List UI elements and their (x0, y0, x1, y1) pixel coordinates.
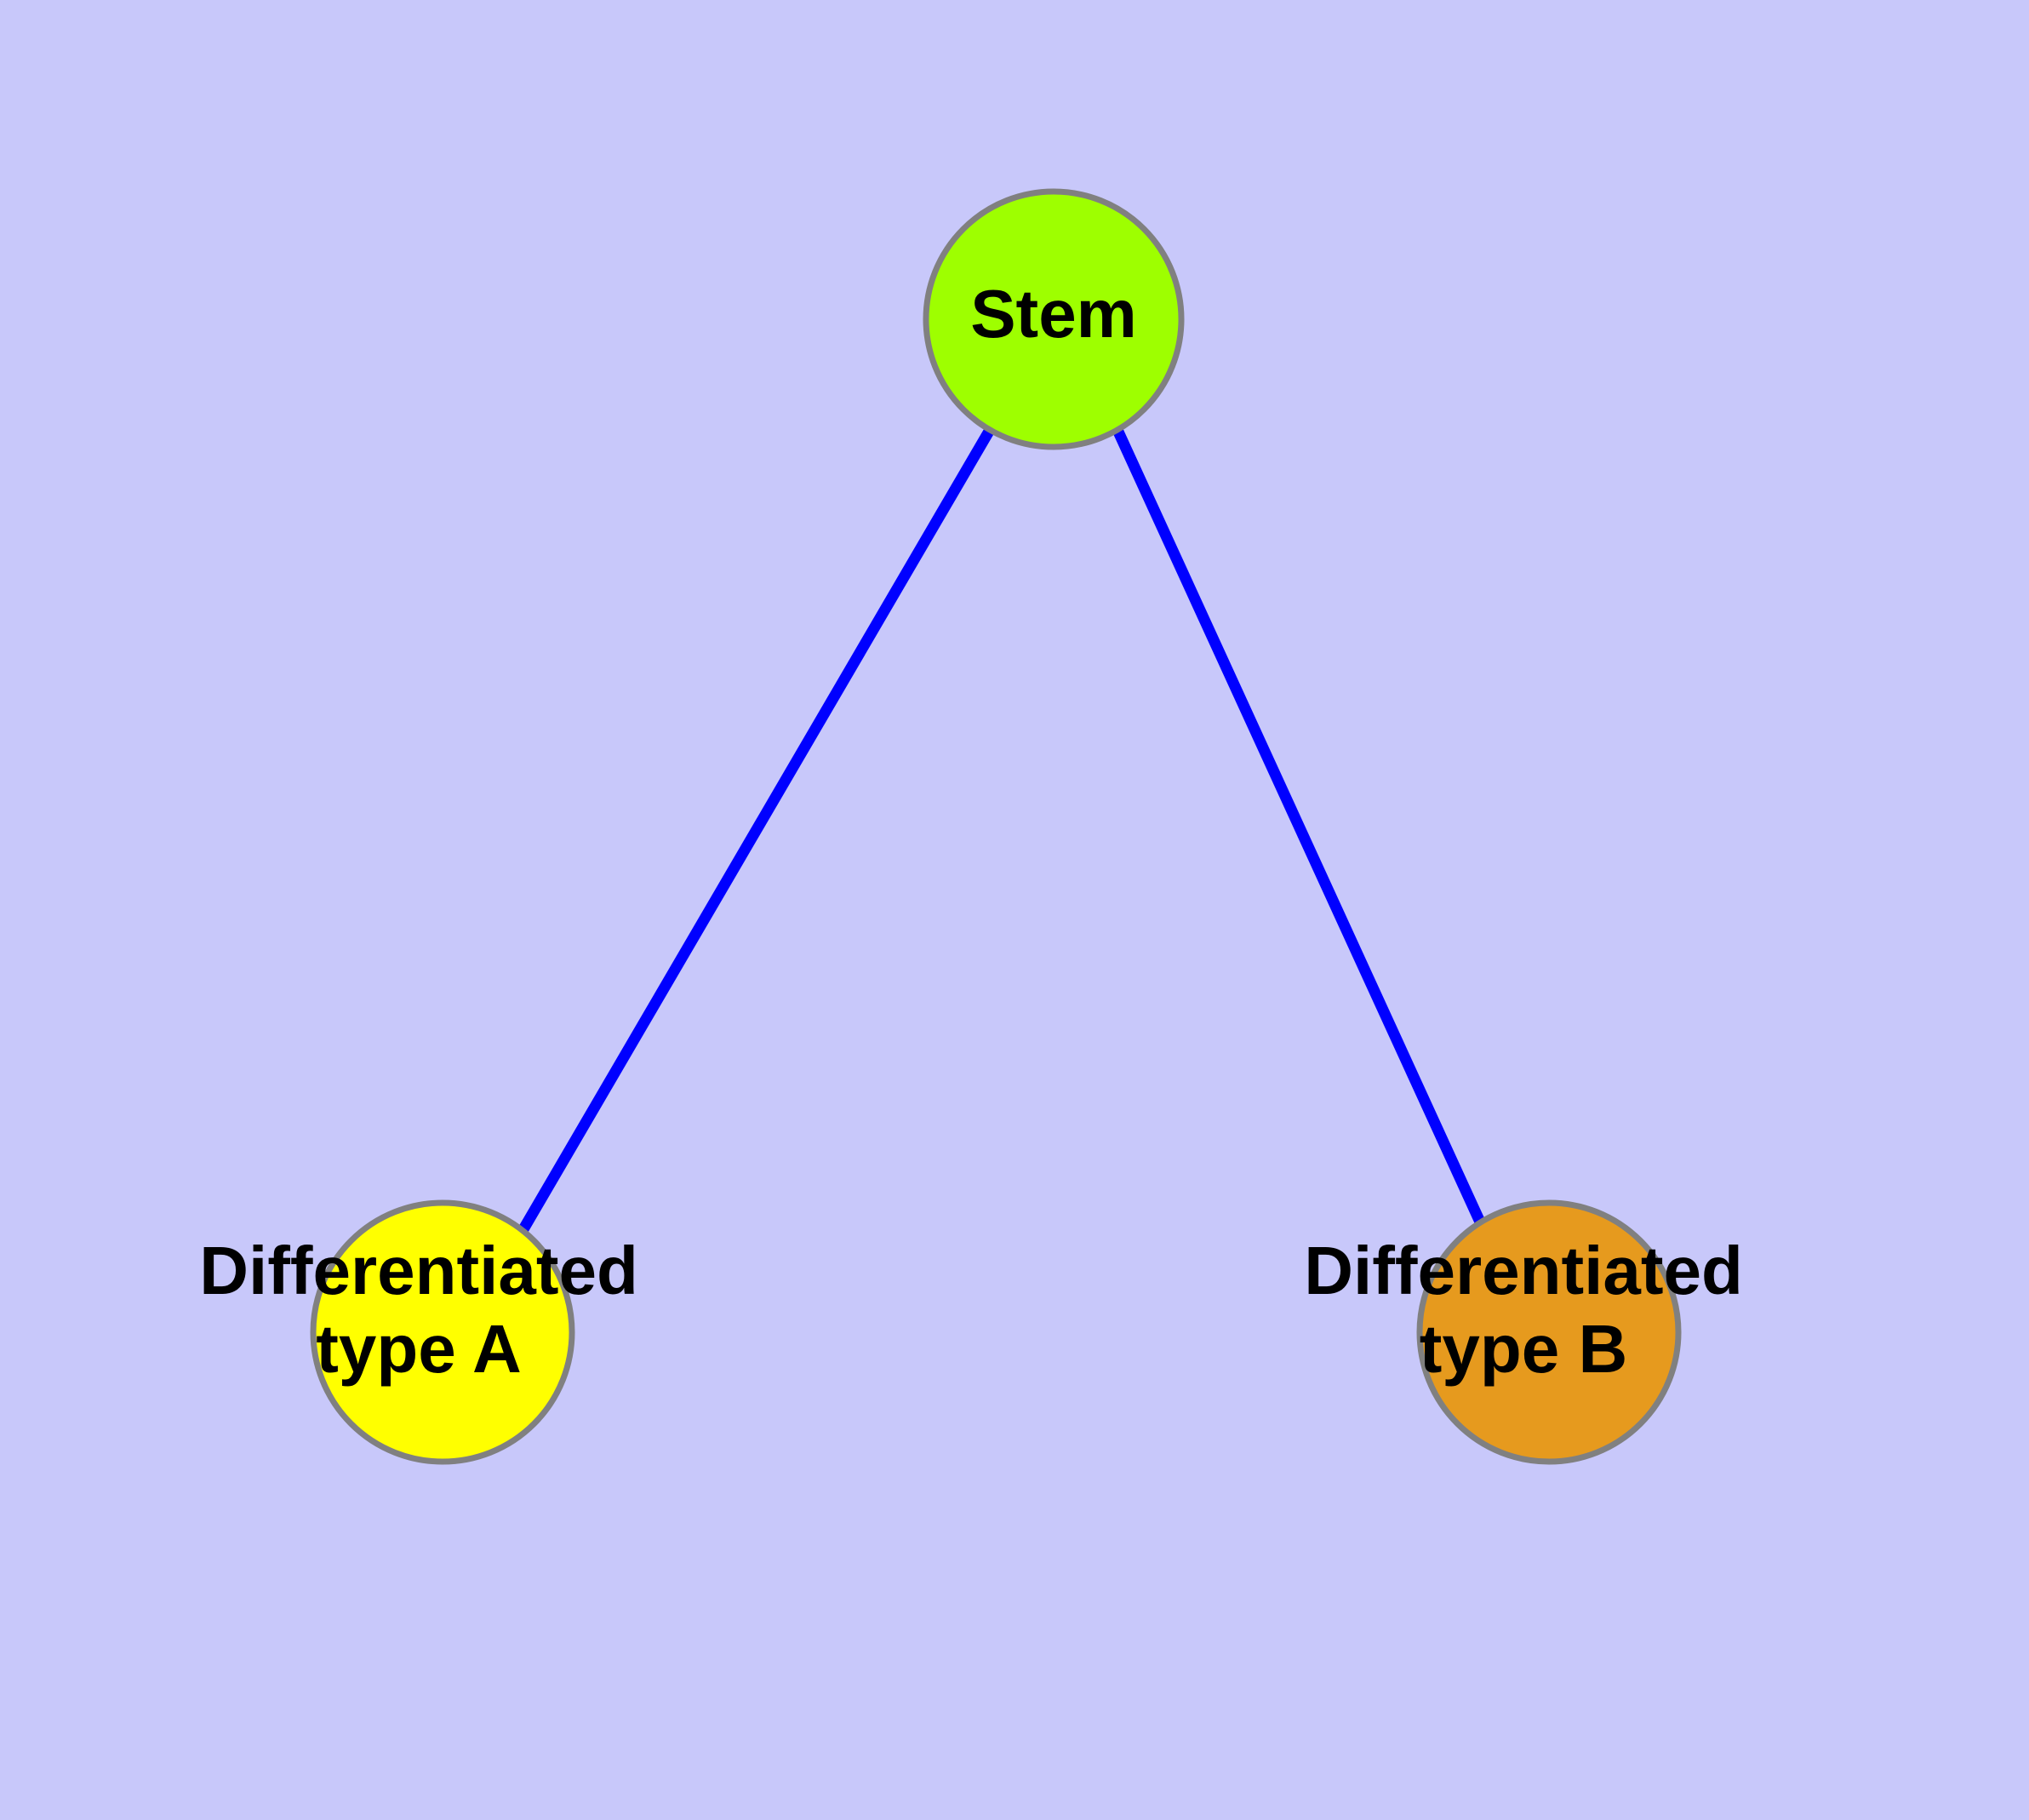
node-label-line: type A (316, 1311, 522, 1387)
node-stem[interactable] (923, 188, 1185, 450)
nodes-layer (310, 188, 1682, 1465)
edges-layer (518, 426, 1488, 1233)
node-label-line: type B (1420, 1311, 1628, 1387)
edge-stem-to-diff-b (1112, 427, 1488, 1230)
node-label-line: Differentiated (199, 1233, 638, 1308)
node-label-line: Stem (970, 276, 1137, 352)
node-diff_a[interactable] (310, 1199, 575, 1465)
edge-stem-to-diff-a (518, 426, 995, 1233)
node-label-line: Differentiated (1304, 1233, 1743, 1308)
node-diff_b[interactable] (1416, 1199, 1682, 1465)
node-label-stem: Stem (970, 276, 1137, 352)
